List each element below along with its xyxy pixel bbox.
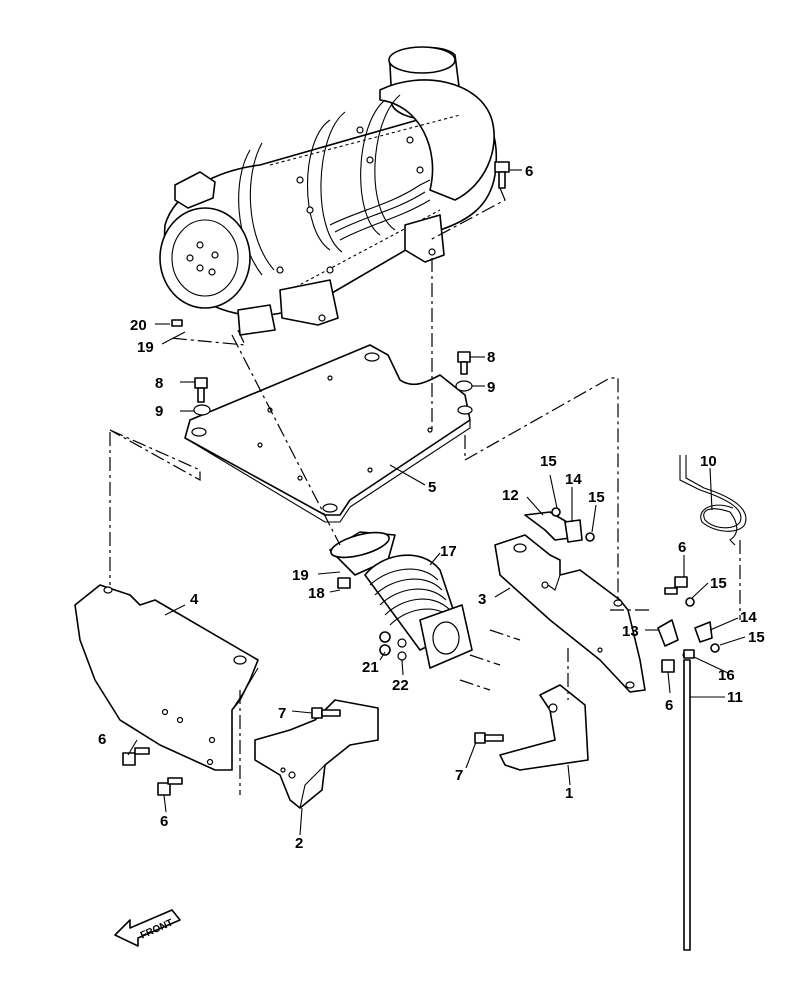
callout-13: 13 — [622, 623, 639, 640]
callout-22: 22 — [392, 677, 409, 694]
callout-9: 9 — [155, 403, 163, 420]
bracket-4 — [74, 584, 259, 771]
callout-1: 1 — [565, 785, 573, 802]
callout-15: 15 — [540, 453, 557, 470]
small-brackets — [524, 511, 713, 647]
callout-9: 9 — [487, 379, 495, 396]
front-arrow: FRONT — [114, 909, 181, 947]
callout-12: 12 — [502, 487, 519, 504]
bracket-3 — [494, 534, 646, 693]
callout-2: 2 — [295, 835, 303, 852]
callout-6: 6 — [678, 539, 686, 556]
assembly-lines — [109, 187, 741, 795]
callout-7: 7 — [278, 705, 286, 722]
callout-14: 14 — [565, 471, 582, 488]
mounting-plate — [184, 344, 473, 523]
callout-14: 14 — [740, 609, 757, 626]
bracket-1 — [499, 684, 589, 771]
callout-6: 6 — [98, 731, 106, 748]
callout-10: 10 — [700, 453, 717, 470]
callout-15: 15 — [748, 629, 765, 646]
callout-11: 11 — [727, 689, 743, 706]
aftertreatment-unit — [159, 46, 498, 336]
callout-18: 18 — [308, 585, 325, 602]
callout-8: 8 — [487, 349, 495, 366]
callout-16: 16 — [718, 667, 735, 684]
leader-lines — [127, 169, 746, 836]
pipes — [679, 455, 747, 951]
callout-6: 6 — [525, 163, 533, 180]
callout-17: 17 — [440, 543, 457, 560]
callout-15: 15 — [710, 575, 727, 592]
callout-7: 7 — [455, 767, 463, 784]
callout-19: 19 — [137, 339, 154, 356]
callout-19: 19 — [292, 567, 309, 584]
callout-8: 8 — [155, 375, 163, 392]
callout-6: 6 — [160, 813, 168, 830]
callout-20: 20 — [130, 317, 147, 334]
callout-6: 6 — [665, 697, 673, 714]
callout-21: 21 — [362, 659, 379, 676]
callout-5: 5 — [428, 479, 436, 496]
fasteners — [122, 161, 720, 796]
callout-3: 3 — [478, 591, 486, 608]
callout-4: 4 — [190, 591, 199, 608]
flex-pipe — [329, 531, 473, 669]
callout-15: 15 — [588, 489, 605, 506]
callouts: 6 20 19 8 9 8 9 5 15 14 12 15 10 17 19 1… — [98, 163, 765, 852]
